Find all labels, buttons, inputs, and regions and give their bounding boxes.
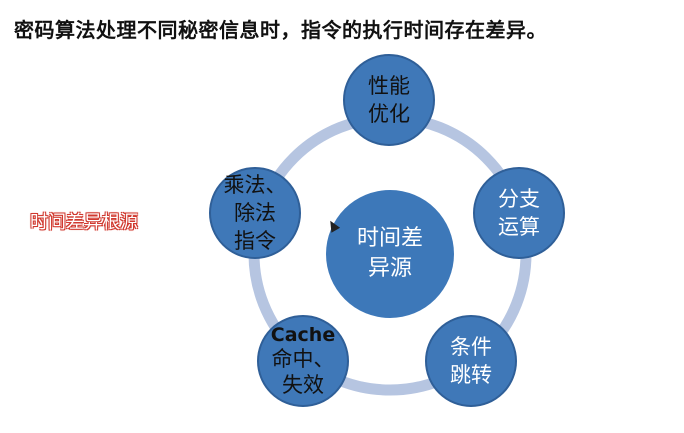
node-branch-operation: 分支 运算 (473, 167, 565, 259)
node-mul-div-instructions: 乘法、 除法 指令 (209, 167, 301, 259)
node-label: 条件 跳转 (450, 335, 492, 387)
side-label: 时间差异根源 (30, 212, 138, 233)
slide-headline: 密码算法处理不同秘密信息时，指令的执行时间存在差异。 (14, 18, 547, 42)
center-node: 时间差 异源 (326, 190, 454, 318)
node-label: 乘法、 除法 指令 (223, 173, 287, 253)
node-cache-heading: Cache (270, 324, 336, 346)
node-label: 命中、 失效 (271, 347, 335, 397)
node-label: 性能 优化 (368, 74, 410, 126)
center-node-label: 时间差 异源 (356, 226, 423, 281)
node-cache-label-group: Cache 命中、 失效 (271, 324, 335, 398)
node-conditional-jump: 条件 跳转 (425, 315, 517, 407)
node-performance-optimization: 性能 优化 (343, 54, 435, 146)
node-label: 分支 运算 (498, 187, 540, 239)
node-cache-hit-miss: Cache 命中、 失效 (257, 315, 349, 407)
